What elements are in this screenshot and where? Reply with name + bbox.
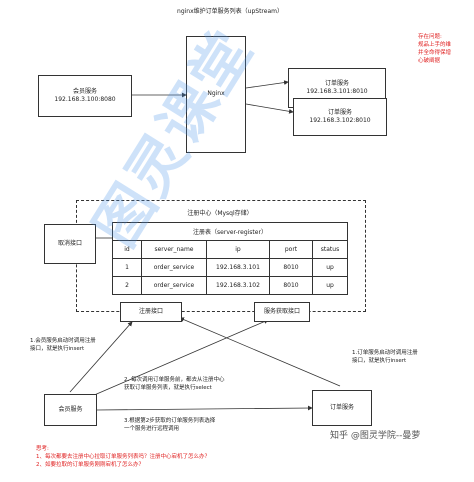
order-service-1-address: 192.168.3.101:8010: [306, 88, 368, 95]
cell: order_service: [141, 258, 207, 277]
registry-title: 注册中心（Mysql存储）: [187, 210, 253, 217]
diagram-title: nginx维护订单服务列表（upStream）: [177, 8, 283, 15]
col-header: server_name: [141, 240, 207, 259]
order-service-1-name: 订单服务: [324, 79, 349, 87]
table-row: 1 order_service 192.168.3.101 8010 up: [112, 258, 348, 277]
note-line: 3.根据第2步获取的订单服务列表选择: [124, 418, 216, 424]
note-step1-order: 1.订单服务启动时调用注册 接口，就是执行insert: [352, 350, 462, 366]
cell: 8010: [269, 276, 313, 295]
col-header: id: [112, 240, 142, 259]
order-service-2-name: 订单服务: [327, 108, 352, 116]
register-api-label: 注册接口: [138, 307, 163, 315]
col-header: status: [312, 240, 348, 259]
table-row: 2 order_service 192.168.3.102 8010 up: [112, 276, 348, 295]
cell: up: [312, 276, 348, 295]
register-api-box: 注册接口: [120, 302, 182, 322]
note-line: 接口，就是执行insert: [352, 357, 407, 364]
signature: 知乎 @图灵学院--曼萝: [330, 431, 421, 441]
note-step1-member: 1.会员服务启动时调用注册 接口，就是执行insert: [30, 338, 130, 354]
note-line: 1.会员服务启动时调用注册: [30, 338, 96, 344]
note-step2: 2. 每次调用订单服务前，都去从注册中心 获取订单服务列表，就是执行select: [124, 377, 264, 393]
registry-table-title: 注册表（server-register）: [112, 222, 348, 241]
nginx-label: Nginx: [207, 90, 225, 98]
discovery-api-box: 服务获取接口: [254, 302, 310, 322]
bottom-member-label: 会员服务: [58, 405, 83, 413]
problems-note: 思考: 1、每次都要去注册中心拉取订单服务列表吗？注册中心宕机了怎么办？ 2、如…: [36, 446, 336, 470]
member-service-name: 会员服务: [72, 87, 97, 95]
cell: up: [312, 258, 348, 277]
side-note-line: 并全命得保增: [418, 49, 452, 56]
bottom-order-box: 订单服务: [312, 390, 372, 426]
bottom-member-box: 会员服务: [44, 394, 97, 426]
member-service-box: 会员服务 192.168.3.100:8080: [38, 75, 132, 117]
cancel-api-label: 取消接口: [57, 239, 82, 247]
bottom-order-label: 订单服务: [329, 403, 354, 411]
col-header: port: [269, 240, 313, 259]
side-note: 存在问题: 规品上手的维 并全命得保增 心破阐据: [418, 34, 474, 66]
order-service-2-box: 订单服务 192.168.3.102:8010: [293, 98, 387, 136]
cell: order_service: [141, 276, 207, 295]
order-service-2-address: 192.168.3.102:8010: [309, 117, 371, 124]
side-note-title: 存在问题:: [418, 34, 442, 40]
note-line: 获取订单服务列表，就是执行select: [124, 384, 212, 391]
note-line: 2. 每次调用订单服务前，都去从注册中心: [124, 377, 225, 383]
note-line: 接口，就是执行insert: [30, 345, 85, 352]
discovery-api-label: 服务获取接口: [263, 307, 300, 315]
col-header: ip: [206, 240, 270, 259]
problems-title: 思考:: [36, 446, 49, 452]
cell: 1: [112, 258, 142, 277]
side-note-line: 规品上手的维: [418, 41, 452, 48]
nginx-box: Nginx: [186, 36, 246, 153]
problems-line: 2、如要拉取的订单服务刚刚宕机了怎么办？: [36, 461, 145, 468]
problems-line: 1、每次都要去注册中心拉取订单服务列表吗？注册中心宕机了怎么办？: [36, 453, 211, 460]
side-note-line: 心破阐据: [418, 57, 441, 64]
note-step3: 3.根据第2步获取的订单服务列表选择 一个服务进行远程调用: [124, 418, 264, 434]
note-line: 一个服务进行远程调用: [124, 425, 180, 432]
registry-table: 注册表（server-register） id server_name ip p…: [112, 222, 348, 295]
cell: 192.168.3.102: [206, 276, 270, 295]
cell: 2: [112, 276, 142, 295]
member-service-address: 192.168.3.100:8080: [54, 96, 116, 103]
note-line: 1.订单服务启动时调用注册: [352, 350, 418, 356]
cancel-api-box: 取消接口: [44, 224, 96, 264]
cell: 8010: [269, 258, 313, 277]
cell: 192.168.3.101: [206, 258, 270, 277]
